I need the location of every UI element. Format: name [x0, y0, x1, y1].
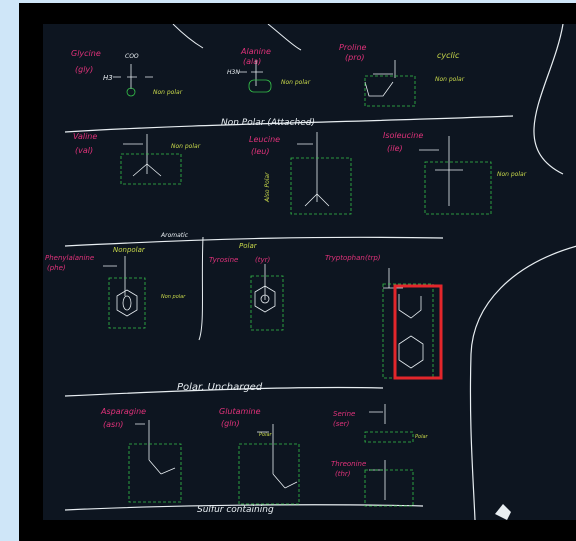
molecule-serine: [364, 404, 414, 443]
note: Non polar: [171, 143, 201, 150]
molecule-glycine: H3 COO: [103, 53, 153, 97]
section-title: Sulfur containing: [197, 505, 274, 515]
note: Polar: [239, 242, 258, 250]
molecule-phenylalanine: [103, 256, 146, 329]
aa-name: Tyrosine: [209, 256, 238, 264]
aa-abbr: (pro): [345, 53, 365, 62]
aa-abbr: (ile): [387, 144, 403, 153]
molecule-tyrosine: [250, 264, 284, 331]
note: Polar: [415, 434, 429, 440]
molecule-valine: [120, 134, 182, 185]
divider-line: [64, 504, 424, 511]
molecule-tryptophan: [382, 268, 434, 379]
svg-text:H3: H3: [103, 74, 113, 82]
aa-abbr: (gln): [221, 419, 240, 428]
note: Nonpolar: [113, 246, 146, 254]
aa-abbr: (gly): [75, 65, 93, 74]
aa-name: Threonine: [331, 460, 366, 468]
molecule-proline: [364, 60, 416, 107]
aa-name: Serine: [333, 410, 355, 418]
molecule-alanine: H3N: [227, 60, 272, 93]
note: Non polar: [153, 89, 183, 96]
note: Non polar: [161, 294, 186, 300]
molecule-leucine: [290, 132, 352, 215]
divider-line: [267, 24, 302, 51]
section-title: Aromatic: [160, 232, 189, 239]
section-title: Polar, Uncharged: [177, 382, 263, 393]
aa-abbr: (ala): [243, 57, 261, 66]
aa-name: Glycine: [71, 49, 101, 58]
aa-name: Glutamine: [219, 407, 261, 416]
aa-name: Proline: [339, 43, 367, 52]
aa-name: Alanine: [240, 47, 271, 56]
aa-abbr: (leu): [251, 147, 269, 156]
aa-name: Isoleucine: [383, 131, 423, 140]
aa-abbr: (val): [75, 146, 93, 155]
divider-line: [469, 245, 576, 520]
aa-name: Leucine: [249, 135, 280, 144]
aa-abbr: (asn): [103, 420, 123, 429]
svg-text:H3N: H3N: [227, 69, 240, 76]
divider-line: [172, 24, 204, 49]
note: Non polar: [497, 171, 527, 178]
molecule-threonine: [364, 460, 414, 507]
highlight-box: [393, 284, 443, 380]
note: cyclic: [437, 51, 460, 60]
aa-abbr: (phe): [47, 264, 66, 272]
aa-abbr: (tyr): [255, 256, 270, 264]
divider-line: [64, 386, 384, 397]
eraser-mark: [495, 504, 511, 520]
note: Also Polar: [264, 172, 271, 203]
aa-abbr: (ser): [333, 420, 350, 428]
aa-abbr: (thr): [335, 470, 351, 478]
divider-line: [198, 236, 204, 341]
note: Polar: [259, 432, 273, 438]
whiteboard-canvas: Glycine (gly) Alanine (ala) Proline (pro…: [43, 24, 576, 520]
note: Non polar: [435, 76, 465, 83]
divider-line: [64, 236, 444, 247]
aa-name: Tryptophan: [325, 254, 365, 262]
svg-text:COO: COO: [125, 53, 139, 60]
screenshot-frame: Glycine (gly) Alanine (ala) Proline (pro…: [19, 3, 576, 541]
aa-name: Phenylalanine: [45, 254, 94, 262]
molecule-isoleucine: [419, 136, 492, 215]
molecule-glutamine: [238, 424, 300, 505]
note: Non polar: [281, 79, 311, 86]
section-title: Non Polar (Attached): [221, 118, 315, 128]
molecule-asparagine: [128, 420, 182, 503]
aa-name: Valine: [73, 132, 97, 141]
divider-line: [533, 24, 564, 175]
handwritten-notes: Glycine (gly) Alanine (ala) Proline (pro…: [45, 24, 576, 520]
aa-name: Asparagine: [100, 407, 146, 416]
aa-abbr: (trp): [365, 254, 381, 262]
divider-line: [64, 115, 514, 133]
